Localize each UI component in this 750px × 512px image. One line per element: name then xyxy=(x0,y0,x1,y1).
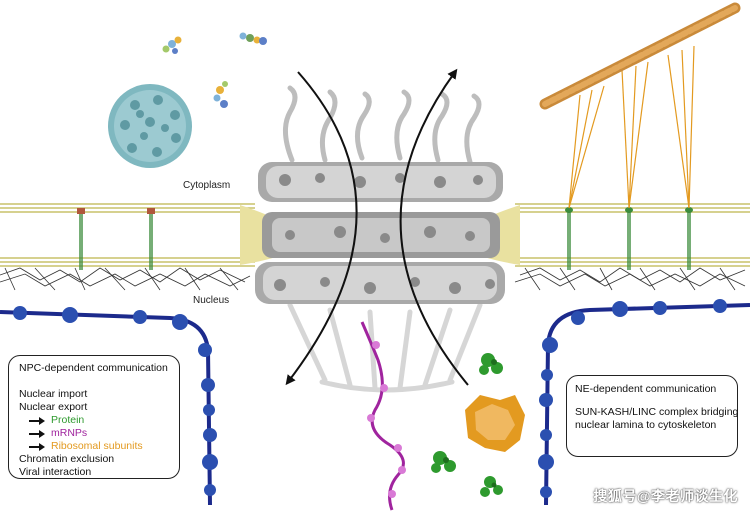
proteins xyxy=(431,353,503,497)
mrnp-text: mRNPs xyxy=(51,427,88,439)
protein-row: Protein xyxy=(19,414,179,427)
nuclear-basket xyxy=(287,302,483,393)
npc-scaffold xyxy=(240,162,520,304)
nucleus-label: Nucleus xyxy=(193,295,230,306)
ne-communication-box: NE-dependent communication SUN-KASH/LINC… xyxy=(566,375,738,457)
nuclear-lamina xyxy=(0,267,746,291)
kash-tethers xyxy=(568,45,695,209)
arrow-right-icon xyxy=(29,442,45,451)
actin-filament xyxy=(539,2,741,110)
cytoplasmic-complexes xyxy=(162,32,267,108)
virus-particle xyxy=(108,84,192,168)
ribosomal-subunit xyxy=(465,395,525,452)
inner-nuclear-membrane xyxy=(0,257,750,267)
arrow-right-icon xyxy=(29,429,45,438)
npc-box-title: NPC-dependent communication xyxy=(19,362,168,374)
linc-text-line1: SUN-KASH/LINC complex bridging xyxy=(575,406,739,418)
chromatin-exclusion-text: Chromatin exclusion xyxy=(19,453,115,465)
linc-text-line2: nuclear lamina to cytoskeleton xyxy=(575,419,717,431)
cytoplasmic-filaments xyxy=(283,85,482,165)
viral-interaction-text: Viral interaction xyxy=(19,466,92,478)
cytoplasm-label: Cytoplasm xyxy=(183,180,231,191)
watermark: 搜狐号@李老师谈生化 xyxy=(593,488,738,504)
mrnp-row: mRNPs xyxy=(19,427,179,440)
npc-communication-box: NPC-dependent communication Nuclear impo… xyxy=(8,355,180,479)
outer-nuclear-membrane xyxy=(0,203,750,213)
import-arrow xyxy=(285,71,358,386)
mrnp-strand xyxy=(360,321,406,511)
transport-arrows xyxy=(285,68,469,386)
chromatin-right xyxy=(538,299,750,506)
arrow-right-icon xyxy=(29,416,45,425)
export-arrow xyxy=(399,68,469,386)
ribosomal-row: Ribosomal subunits xyxy=(19,440,179,453)
ne-box-title: NE-dependent communication xyxy=(575,383,717,395)
nuclear-import-text: Nuclear import xyxy=(19,388,88,400)
nuclear-export-text: Nuclear export xyxy=(19,401,88,413)
protein-text: Protein xyxy=(51,414,85,426)
linc-complexes-right xyxy=(565,207,693,270)
chromatin-left xyxy=(0,306,218,506)
ribosomal-text: Ribosomal subunits xyxy=(51,440,143,452)
linc-complexes-left xyxy=(77,208,155,270)
